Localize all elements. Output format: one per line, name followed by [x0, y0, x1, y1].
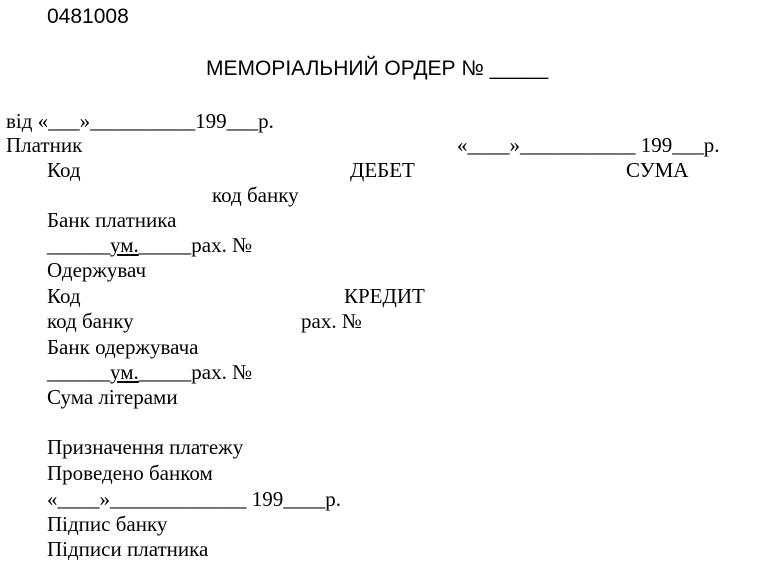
recipient-code-label: Код	[47, 284, 81, 308]
form-code: 0481008	[47, 5, 129, 28]
recipient-account-um: ум.	[110, 360, 139, 384]
sum-in-words-label: Сума літерами	[47, 385, 178, 409]
payer-account-line: ______ум._____рах. №	[47, 235, 252, 256]
recipient-account-prefix: ______	[47, 360, 110, 384]
recipient-account-suffix: _____рах. №	[138, 360, 253, 384]
sum-label: СУМА	[626, 158, 689, 182]
recipient-account-label: рах. №	[301, 309, 362, 333]
credit-label: КРЕДИТ	[344, 284, 425, 308]
payer-account-prefix: ______	[47, 233, 110, 257]
recipient-bank-code-label: код банку	[47, 309, 134, 333]
payer-bank-label: Банк платника	[47, 208, 177, 232]
payer-account-um: ум.	[110, 233, 139, 257]
document-date-line: від «___»__________199___р.	[6, 109, 274, 133]
processed-date-line: «____»_____________ 199____р.	[47, 487, 341, 511]
recipient-label: Одержувач	[47, 258, 147, 282]
payment-purpose-label: Призначення платежу	[47, 435, 244, 459]
processed-by-bank-label: Проведено банком	[47, 461, 213, 485]
debit-label: ДЕБЕТ	[350, 158, 415, 182]
payer-signatures-label: Підписи платника	[47, 537, 209, 561]
payer-bank-code-label: код банку	[212, 183, 299, 207]
document-title: МЕМОРІАЛЬНИЙ ОРДЕР № _____	[206, 57, 549, 80]
payer-label: Платник	[6, 133, 83, 157]
recipient-account-line: ______ум._____рах. №	[47, 362, 252, 383]
payer-date-line: «____»___________ 199___р.	[457, 133, 720, 157]
payer-account-suffix: _____рах. №	[138, 233, 253, 257]
payer-code-label: Код	[47, 158, 81, 182]
bank-signature-label: Підпис банку	[47, 512, 168, 536]
recipient-bank-label: Банк одержувача	[47, 335, 199, 359]
